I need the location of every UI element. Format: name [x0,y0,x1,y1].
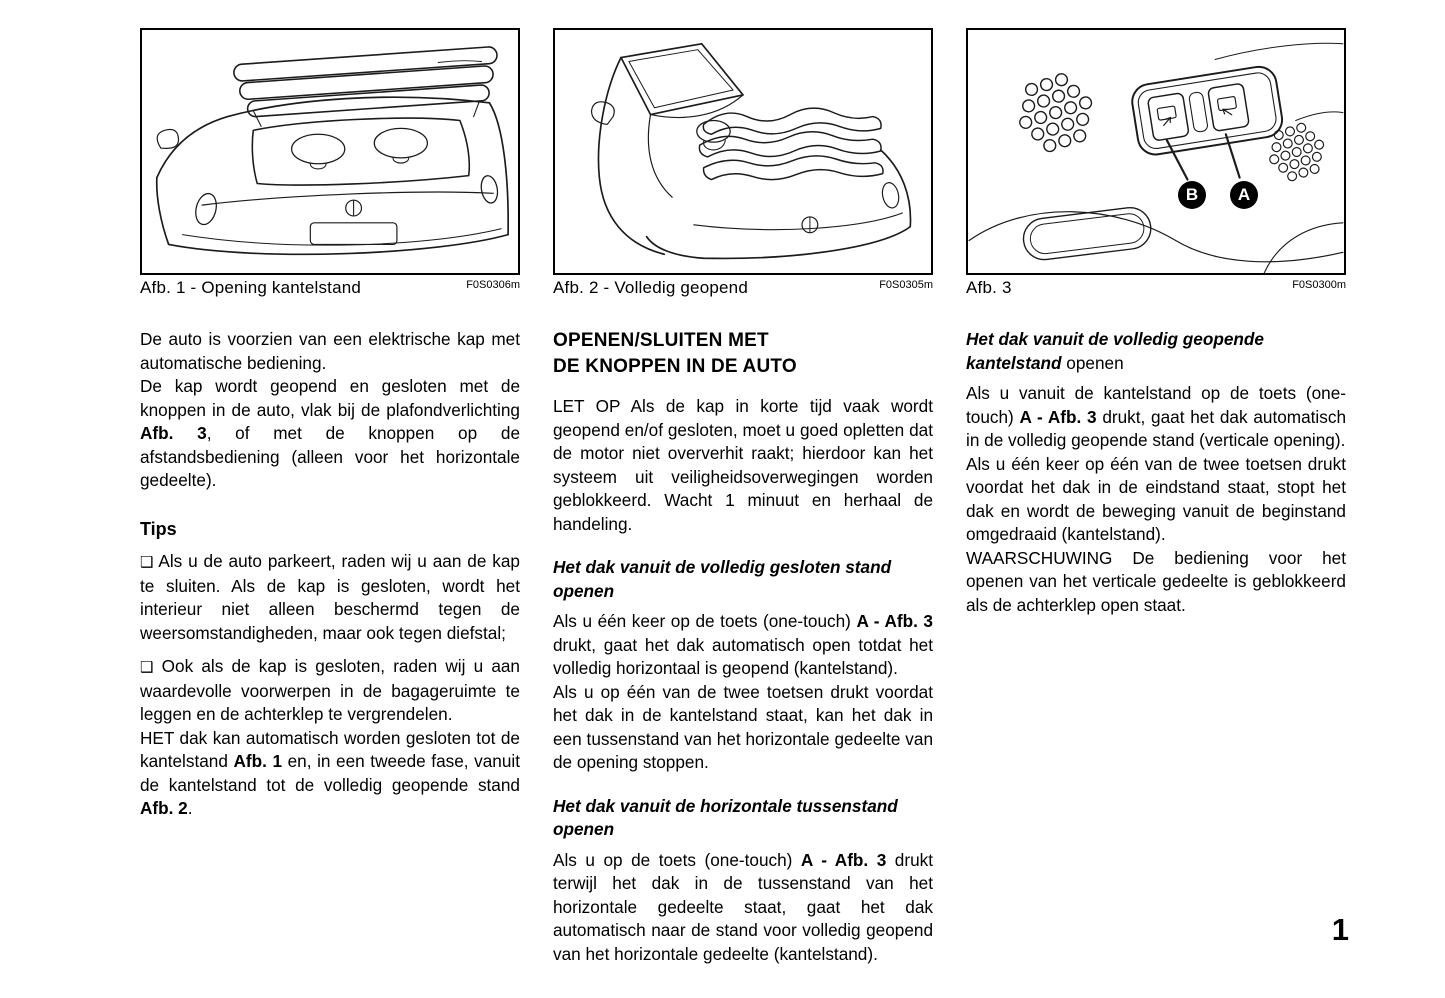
warning-paragraph: WAARSCHUWING De bediening voor het opene… [966,547,1346,615]
figure-3-caption: Afb. 3 [966,278,1012,297]
tip-text-2: Ook als de kap is gesloten, raden wij u … [140,656,520,724]
subheading-open-from-closed: Het dak vanuit de volledig gesloten stan… [553,557,892,601]
square-bullet-icon: ❑ [140,554,154,571]
page-number: 1 [1331,912,1349,947]
figure-3-caption-row: Afb. 3 F0S0300m [966,278,1346,298]
ceiling-roof-buttons-drawing [968,42,1344,273]
figure-2: Afb. 2 - Volledig geopend F0S0305m [553,28,933,298]
button-a-figure-3-reference: A - Afb. 3 [856,611,933,631]
figure-2-code: F0S0305m [879,279,933,291]
closing-text-a: HET dak kan automatisch worden gesloten … [140,727,520,772]
figure-2-frame [553,28,933,275]
figure-3: B A Afb. 3 F0S0300m [966,28,1346,298]
square-bullet-icon: ❑ [140,659,154,676]
car-roof-tilt-open-drawing [155,46,510,256]
paragraph-open-from-tilt-1: Als u vanuit de kantelstand op de toets … [966,382,1346,453]
column-3: Het dak vanuit de volledig geopende kant… [966,328,1346,966]
speaker-grille-right [1269,122,1325,182]
body-text: drukt, gaat het dak automatisch open tot… [553,634,933,679]
caution-paragraph: LET OP Als de kap in korte tijd vaak wor… [553,396,933,534]
section-heading: OPENEN/SLUITEN MET DE KNOPPEN IN DE AUTO [553,330,797,377]
figure-3-frame: B A [966,28,1346,275]
figure-2-reference: Afb. 2 [140,798,188,818]
closing-paragraph: HET dak kan automatisch worden gesloten … [140,727,520,821]
paragraph-open-from-closed-2: Als u op één van de twee toetsen drukt v… [553,681,933,773]
roof-buttons-console [1131,65,1284,156]
button-a-label-badge: A [1230,181,1258,209]
roof-close-button [1147,92,1190,141]
tip-item-1: ❑ Als u de auto parkeert, raden wij u aa… [140,550,520,645]
tip-text-1: Als u de auto parkeert, raden wij u aan … [140,551,520,643]
subhead-emphasis: Het dak vanuit de volledig geopende kant… [966,329,1264,373]
figure-1-code: F0S0306m [466,279,520,291]
button-a-figure-3-reference: A - Afb. 3 [800,849,887,870]
body-text: drukt, gaat het dak automatisch in de vo… [966,406,1346,451]
subheading-open-from-intermediate: Het dak vanuit de horizontale tussenstan… [553,795,898,840]
column-1: De auto is voorzien van een elektrische … [140,328,520,966]
intro-paragraph-1: De auto is voorzien van een elektrische … [140,328,520,375]
closing-text-b: en, in een tweede fase, vanuit de kantel… [140,751,520,795]
figure-1-caption: Afb. 1 - Opening kantelstand [140,278,362,297]
figure-3-code: F0S0300m [1292,279,1346,291]
button-b-label-badge: B [1178,181,1206,209]
subheading-open-from-tilt: Het dak vanuit de volledig geopende kant… [966,328,1346,375]
body-text: Als u op de toets (one-touch) [553,849,801,870]
figure-1-frame [140,28,520,275]
paragraph-open-from-intermediate: Als u op de toets (one-touch) A - Afb. 3… [553,849,933,967]
tips-heading: Tips [140,518,177,539]
button-a-figure-3-reference: A - Afb. 3 [1019,406,1097,427]
column-2: OPENEN/SLUITEN MET DE KNOPPEN IN DE AUTO… [553,328,933,966]
body-text: Als u één keer op de toets (one-touch) [553,611,857,631]
paragraph-open-from-closed-1: Als u één keer op de toets (one-touch) A… [553,610,933,681]
text-columns: De auto is voorzien van een elektrische … [140,328,1346,966]
speaker-grille-left [1019,73,1093,153]
paragraph-open-from-tilt-2: Als u één keer op één van de twee toetse… [966,453,1346,545]
intro-text-2b: , of met de knoppen op de afstandsbedien… [140,423,520,490]
body-text: drukt terwijl het dak in de tussenstand … [553,849,934,964]
figure-1-caption-row: Afb. 1 - Opening kantelstand F0S0306m [140,278,520,298]
closing-text-c: . [187,798,193,818]
car-roof-fully-open-drawing [590,42,912,260]
body-text: Als u vanuit de kantelstand op de toets … [966,383,1346,427]
subhead-plain: openen [1061,352,1124,373]
intro-text-2a: De kap wordt geopend en gesloten met de … [140,376,520,420]
figures-row: Afb. 1 - Opening kantelstand F0S0306m [140,28,1346,298]
tip-item-2: ❑ Ook als de kap is gesloten, raden wij … [140,655,520,727]
intro-text-1: De auto is voorzien van een elektrische … [140,329,520,373]
intro-paragraph-2: De kap wordt geopend en gesloten met de … [140,375,520,493]
roof-open-button [1207,83,1250,132]
figure-1: Afb. 1 - Opening kantelstand F0S0306m [140,28,520,298]
figure-3-reference: Afb. 3 [140,423,207,443]
figure-1-reference: Afb. 1 [233,751,283,771]
figure-2-caption: Afb. 2 - Volledig geopend [553,278,748,297]
figure-2-caption-row: Afb. 2 - Volledig geopend F0S0305m [553,278,933,298]
